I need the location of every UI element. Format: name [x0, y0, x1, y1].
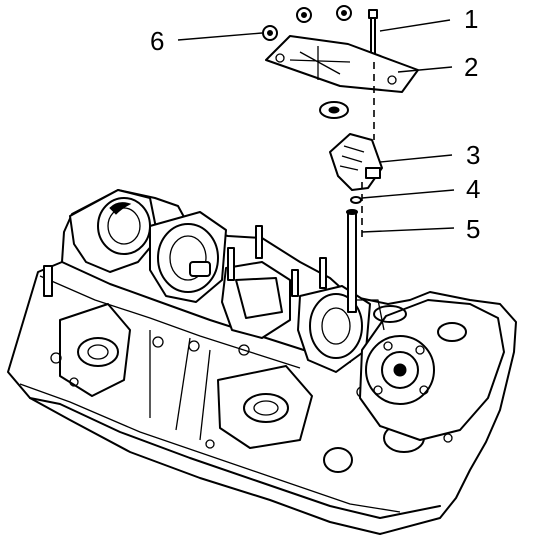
gasket [319, 101, 349, 119]
callout-6: 6 [150, 26, 164, 56]
callout-1: 1 [464, 4, 478, 34]
rear-seal-flange [359, 299, 505, 441]
o-ring [350, 196, 362, 204]
engine-block [7, 189, 517, 535]
oil-pump-tube [346, 209, 385, 331]
stud-bolts [43, 225, 327, 297]
bracket-plate [265, 35, 419, 93]
nuts [262, 5, 352, 41]
callout-labels: 1 2 3 4 5 6 [150, 4, 480, 244]
oil-pump [329, 133, 383, 191]
callout-5: 5 [466, 214, 480, 244]
callout-2: 2 [464, 52, 478, 82]
exploded-parts [262, 5, 419, 240]
main-bearing-saddles [69, 189, 371, 373]
callout-4: 4 [466, 174, 480, 204]
callout-3: 3 [466, 140, 480, 170]
leader-lines [177, 19, 455, 233]
